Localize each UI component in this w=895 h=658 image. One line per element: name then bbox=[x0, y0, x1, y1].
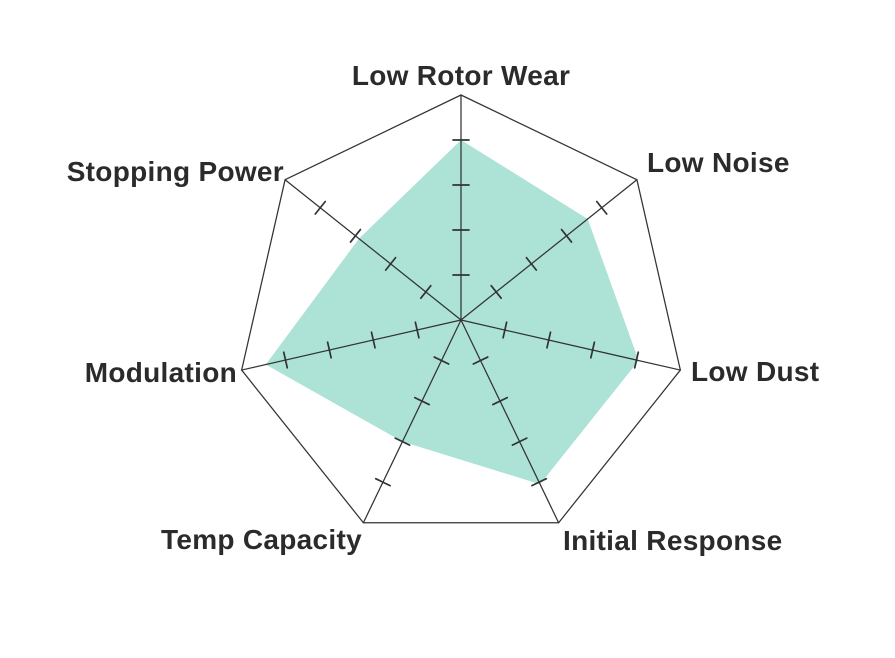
axis-tick bbox=[546, 331, 552, 349]
radar-spoke bbox=[362, 319, 462, 524]
axis-tick bbox=[472, 356, 489, 365]
axis-tick bbox=[589, 341, 596, 359]
axis-tick bbox=[394, 437, 411, 446]
axis-tick bbox=[511, 437, 528, 446]
axis-tick bbox=[326, 341, 333, 359]
axis-tick bbox=[490, 284, 503, 300]
axis-tick bbox=[595, 200, 608, 215]
axis-tick bbox=[374, 477, 391, 487]
radar-spoke bbox=[460, 179, 638, 321]
axis-tick bbox=[531, 477, 548, 487]
axis-tick bbox=[413, 396, 431, 406]
axis-tick bbox=[633, 351, 640, 369]
radar-value-area bbox=[265, 140, 639, 485]
axis-tick bbox=[349, 228, 362, 243]
radar-spoke bbox=[284, 179, 462, 321]
axis-label-modulation: Modulation bbox=[85, 357, 237, 388]
axis-label-initial-response: Initial Response bbox=[563, 525, 783, 556]
axis-tick bbox=[282, 351, 289, 369]
radar-axis-labels: Low Rotor Wear Low Noise Low Dust Initia… bbox=[67, 60, 819, 556]
axis-tick bbox=[414, 321, 420, 339]
radar-grid bbox=[240, 94, 682, 524]
radar-outline bbox=[240, 94, 682, 524]
axis-label-temp-capacity: Temp Capacity bbox=[161, 524, 362, 555]
axis-label-low-noise: Low Noise bbox=[647, 147, 790, 178]
axis-tick bbox=[314, 200, 327, 215]
axis-tick bbox=[491, 396, 509, 406]
radar-spoke bbox=[460, 319, 681, 371]
axis-tick bbox=[502, 321, 508, 339]
axis-tick bbox=[384, 256, 397, 271]
axis-tick bbox=[525, 256, 538, 271]
axis-label-stopping-power: Stopping Power bbox=[67, 156, 284, 187]
radar-spoke bbox=[241, 319, 462, 371]
axis-tick bbox=[419, 284, 432, 300]
axis-tick bbox=[370, 331, 376, 349]
axis-label-low-rotor-wear: Low Rotor Wear bbox=[352, 60, 570, 91]
radar-spoke bbox=[460, 319, 560, 524]
axis-tick bbox=[560, 228, 573, 243]
axis-label-low-dust: Low Dust bbox=[691, 356, 819, 387]
axis-tick bbox=[433, 356, 450, 365]
